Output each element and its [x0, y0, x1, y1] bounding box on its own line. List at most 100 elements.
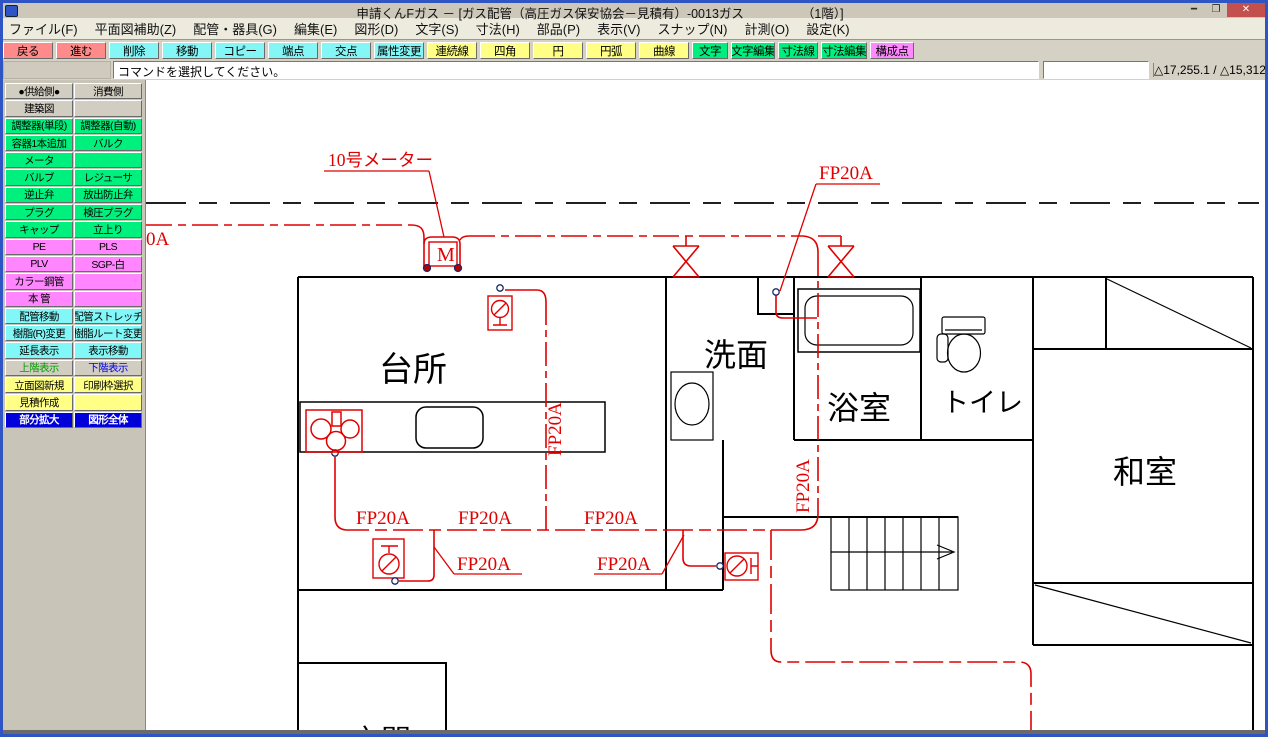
circle-button[interactable]: 円 — [533, 42, 583, 59]
menu-edit[interactable]: 編集(E) — [294, 22, 338, 37]
kitchen-counter — [299, 401, 606, 453]
elevation-new-button[interactable]: 立面図新規 — [5, 377, 73, 394]
pressure-test-plug-button[interactable]: 検圧プラグ — [74, 204, 142, 221]
status-left-panel — [3, 61, 111, 79]
pls-pipe-button[interactable]: PLS — [74, 238, 142, 255]
plug-button[interactable]: プラグ — [5, 204, 73, 221]
attribute-change-button[interactable]: 属性変更 — [374, 42, 424, 59]
text-edit-button[interactable]: 文字編集 — [731, 42, 775, 59]
estimate-create-button[interactable]: 見積作成 — [5, 394, 73, 411]
drawing-canvas[interactable]: 台所 洗面 浴室 トイレ 和室 玄関 — [145, 80, 1265, 732]
pipe-label: FP20A — [597, 554, 651, 575]
lower-floor-display-button[interactable]: 下階表示 — [74, 359, 142, 377]
menu-parts[interactable]: 部品(P) — [536, 22, 581, 37]
window-resize-edge[interactable] — [3, 730, 1265, 735]
menu-shape[interactable]: 図形(D) — [354, 22, 399, 37]
gas-outlet-icon — [487, 295, 513, 331]
arc-button[interactable]: 円弧 — [586, 42, 636, 59]
sidebar-empty — [74, 290, 142, 307]
fp20a-leader-line — [433, 546, 522, 575]
sidebar-empty — [74, 273, 142, 290]
valve-button[interactable]: バルブ — [5, 169, 73, 186]
curve-button[interactable]: 曲線 — [639, 42, 689, 59]
meter-leader-line — [324, 170, 445, 238]
upper-floor-display-button[interactable]: 上階表示 — [5, 359, 73, 377]
dimension-line-button[interactable]: 寸法線 — [778, 42, 818, 59]
undo-button[interactable]: 戻る — [3, 42, 53, 59]
pipe-label: FP20A — [584, 508, 638, 529]
construction-point-button[interactable]: 構成点 — [870, 42, 914, 59]
close-button[interactable]: ✕ — [1227, 2, 1265, 17]
status-message: コマンドを選択してください。 — [113, 61, 1039, 79]
menu-settings[interactable]: 設定(K) — [806, 22, 850, 37]
move-button[interactable]: 移動 — [162, 42, 212, 59]
display-move-button[interactable]: 表示移動 — [74, 342, 142, 359]
gas-meter-symbol — [423, 236, 461, 267]
pipe-stretch-button[interactable]: 配管ストレッチ — [74, 307, 142, 325]
main-pipe-button[interactable]: 本 管 — [5, 290, 73, 307]
menu-dimension[interactable]: 寸法(H) — [475, 22, 520, 37]
regulator-single-button[interactable]: 調整器(単段) — [5, 117, 73, 134]
color-steel-pipe-button[interactable]: カラー鋼管 — [5, 273, 73, 290]
check-valve-button[interactable]: 逆止弁 — [5, 186, 73, 204]
meter-label: 10号メーター — [328, 150, 433, 170]
meter-button[interactable]: メータ — [5, 152, 73, 169]
fp20a-leader-line — [594, 534, 685, 575]
pe-pipe-button[interactable]: PE — [5, 238, 73, 255]
gas-appliance-icon — [724, 552, 759, 581]
building-drawing-button[interactable]: 建築図 — [5, 100, 73, 117]
add-cylinder-button[interactable]: 容器1本追加 — [5, 134, 73, 152]
rectangle-button[interactable]: 四角 — [480, 42, 530, 59]
window-title-text: 申請くんFガス － [ガス配管（高圧ガス保安協会－見積有）-0013ガス — [356, 7, 744, 21]
resin-route-change-button[interactable]: 樹脂ルート変更 — [74, 325, 142, 342]
menu-pipe-fixture[interactable]: 配管・器具(G) — [193, 22, 277, 37]
dimension-edit-button[interactable]: 寸法編集 — [821, 42, 867, 59]
menu-file[interactable]: ファイル(F) — [9, 22, 78, 37]
delete-button[interactable]: 削除 — [109, 42, 159, 59]
menu-text[interactable]: 文字(S) — [415, 22, 459, 37]
cap-button[interactable]: キャップ — [5, 221, 73, 238]
coordinate-input[interactable] — [1043, 61, 1149, 79]
copy-button[interactable]: コピー — [215, 42, 265, 59]
release-prevention-valve-button[interactable]: 放出防止弁 — [74, 186, 142, 204]
room-label-kitchen: 台所 — [379, 351, 447, 389]
regulator-auto-button[interactable]: 調整器(自動) — [74, 117, 142, 134]
redo-button[interactable]: 進む — [56, 42, 106, 59]
riser-button[interactable]: 立上り — [74, 221, 142, 238]
bathtub — [797, 288, 921, 353]
extension-display-button[interactable]: 延長表示 — [5, 342, 73, 359]
plv-pipe-button[interactable]: PLV — [5, 255, 73, 273]
meter-mark: M — [437, 244, 455, 266]
print-frame-select-button[interactable]: 印刷枠選択 — [74, 377, 142, 394]
stove-icon — [305, 409, 363, 453]
pipe-move-button[interactable]: 配管移動 — [5, 307, 73, 325]
room-label-japanese-room: 和室 — [1113, 454, 1177, 490]
pipe-label: FP20A — [356, 508, 410, 529]
polyline-button[interactable]: 連続線 — [427, 42, 477, 59]
partial-zoom-button[interactable]: 部分拡大 — [5, 411, 73, 428]
menu-plan-assist[interactable]: 平面図補助(Z) — [94, 22, 177, 37]
gas-valve-icon — [827, 236, 855, 278]
pipe-label: FP20A — [458, 508, 512, 529]
menu-view[interactable]: 表示(V) — [597, 22, 641, 37]
menu-measure[interactable]: 計測(O) — [744, 22, 790, 37]
coordinate-display: △17,255.1 / △15,312.1 — [1153, 63, 1268, 77]
reducer-button[interactable]: レジューサ — [74, 169, 142, 186]
washbasin — [670, 371, 714, 441]
pipe-label-edge: 0A — [146, 229, 170, 250]
sgp-white-pipe-button[interactable]: SGP-白 — [74, 255, 142, 273]
whole-figure-button[interactable]: 図形全体 — [74, 411, 142, 428]
text-button[interactable]: 文字 — [692, 42, 728, 59]
consumer-side-header[interactable]: 消費側 — [74, 83, 142, 100]
gas-piping — [146, 170, 1032, 732]
menu-bar: ファイル(F) 平面図補助(Z) 配管・器具(G) 編集(E) 図形(D) 文字… — [3, 18, 1265, 40]
pipe-label: FP20A — [457, 554, 511, 575]
bulk-button[interactable]: バルク — [74, 134, 142, 152]
maximize-button[interactable]: ❐ — [1211, 4, 1221, 15]
supply-side-header[interactable]: ●供給側● — [5, 83, 73, 100]
intersection-button[interactable]: 交点 — [321, 42, 371, 59]
endpoint-button[interactable]: 端点 — [268, 42, 318, 59]
menu-snap[interactable]: スナップ(N) — [657, 22, 728, 37]
minimize-button[interactable]: ━ — [1190, 4, 1198, 15]
resin-r-change-button[interactable]: 樹脂(R)変更 — [5, 325, 73, 342]
